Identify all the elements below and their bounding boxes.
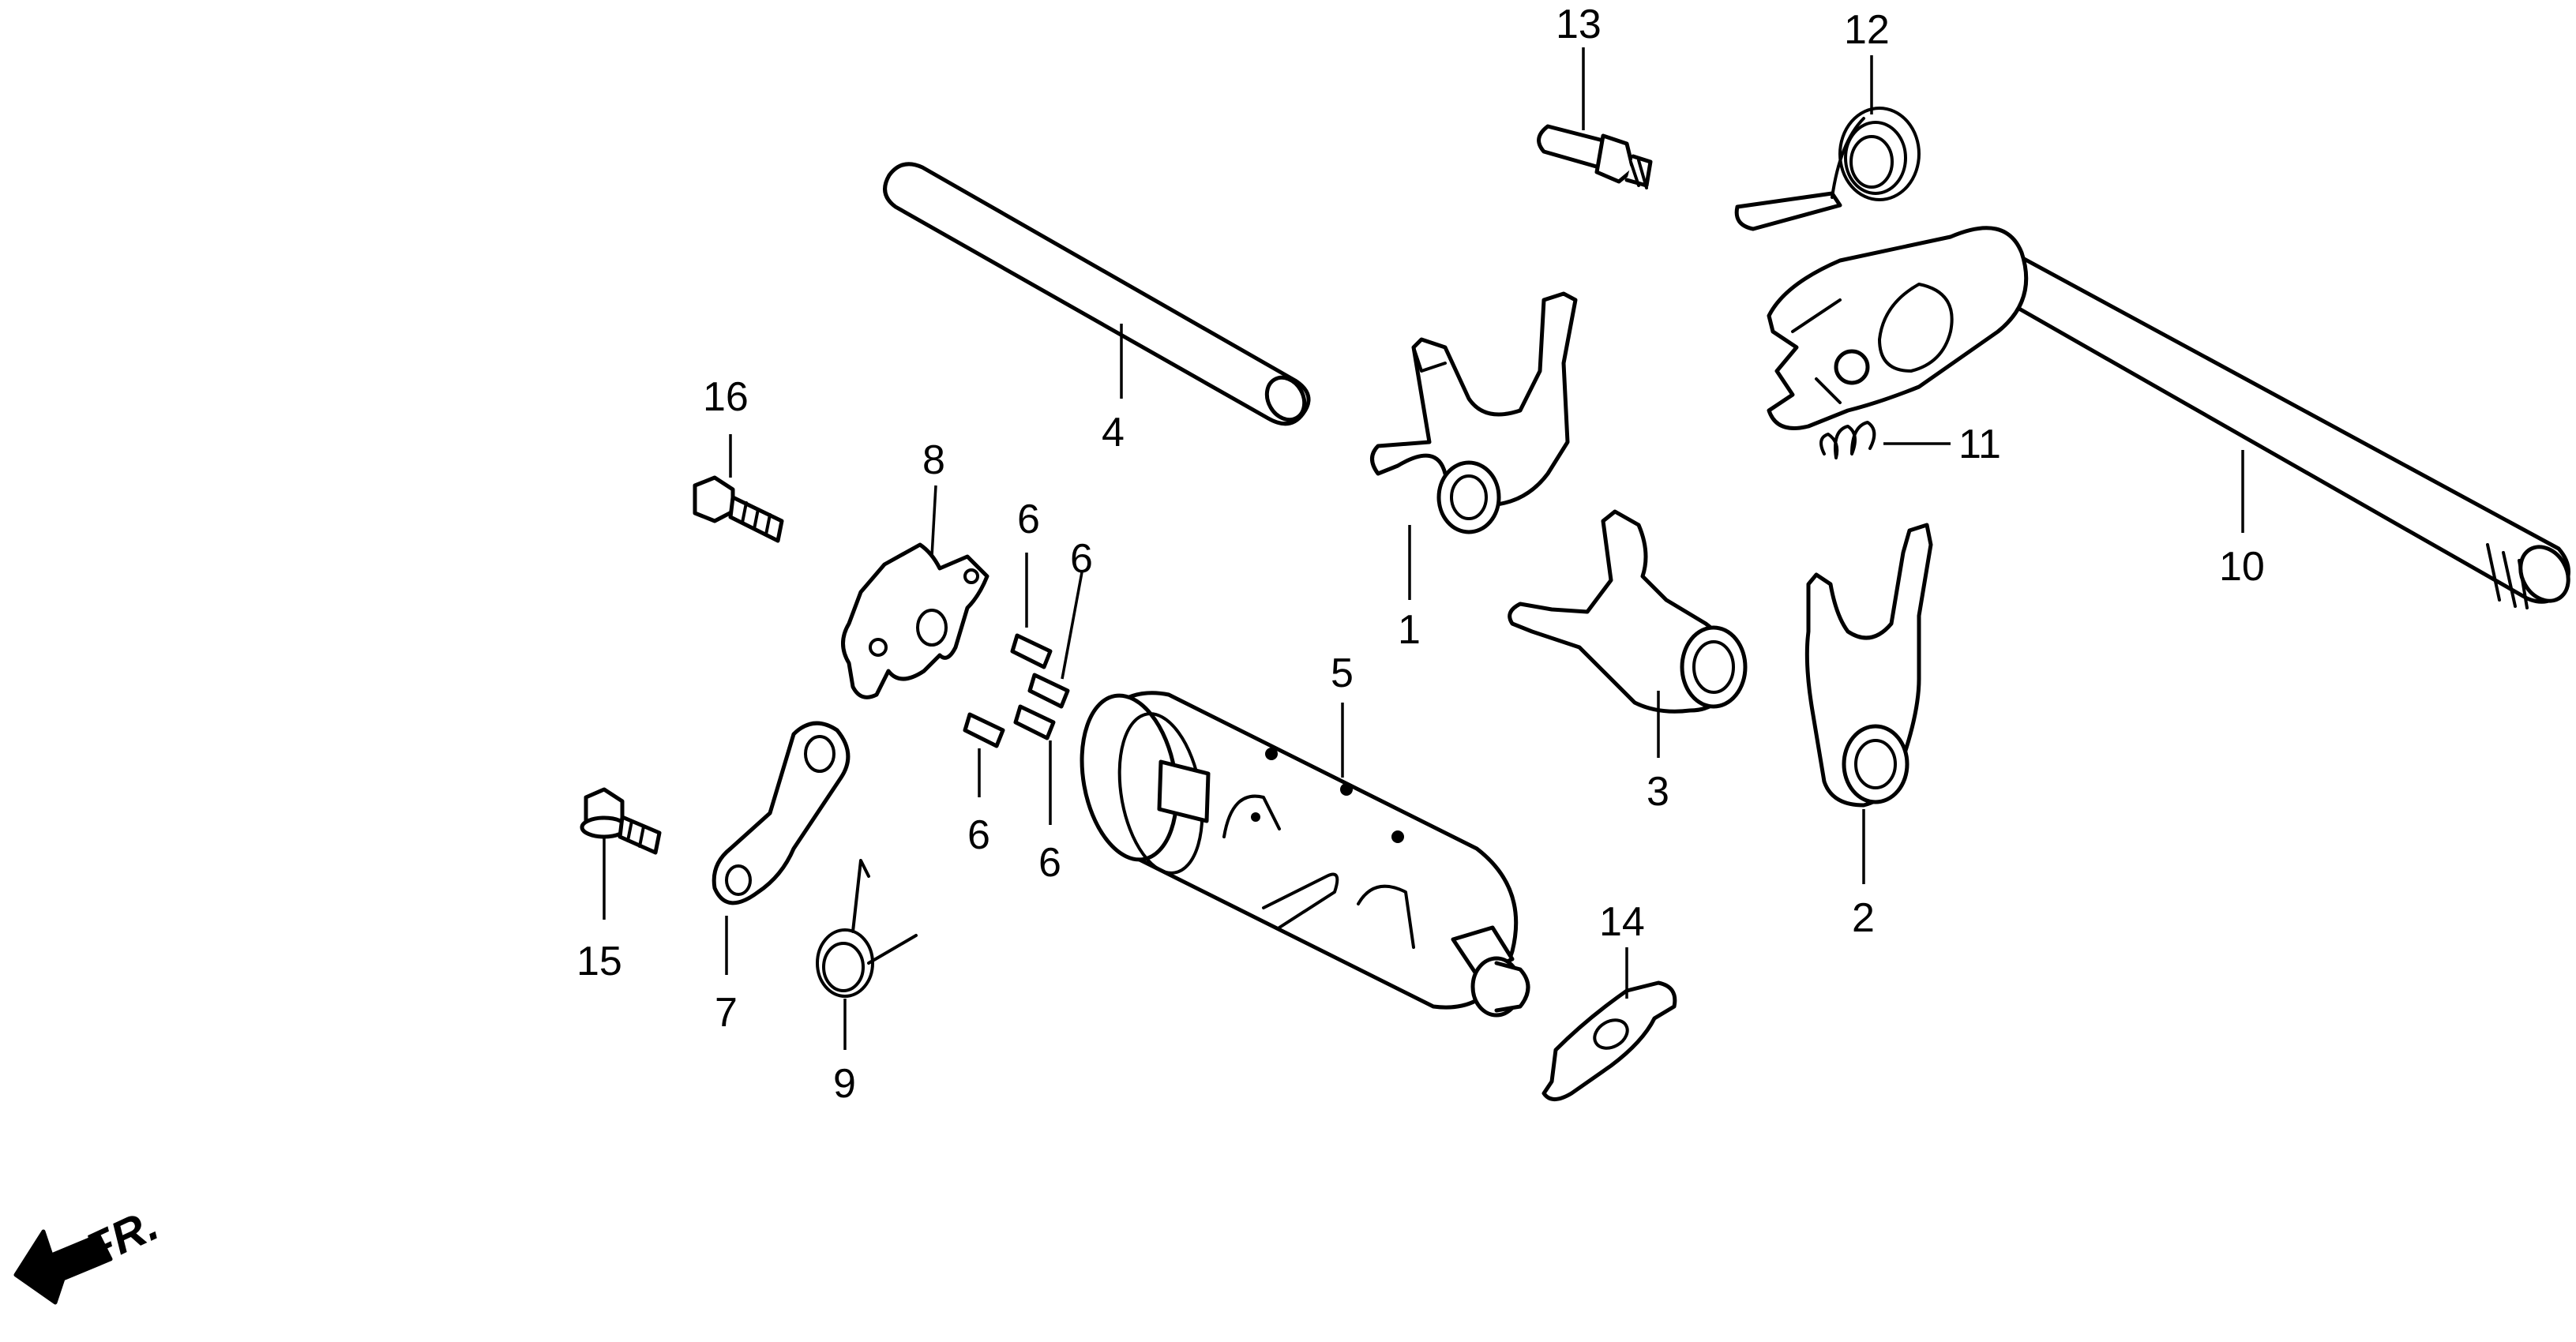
fork-shaft-icon bbox=[883, 162, 1311, 426]
torsion-spring-icon bbox=[816, 859, 918, 998]
callout-8: 8 bbox=[922, 437, 945, 483]
drum-stopper-plate-icon bbox=[1541, 980, 1677, 1101]
return-spring-icon bbox=[1734, 107, 1921, 231]
hex-bolt-icon bbox=[693, 475, 784, 543]
callout-16: 16 bbox=[703, 374, 749, 420]
drum-pin-icon bbox=[1010, 633, 1053, 669]
callout-6-d: 6 bbox=[1038, 840, 1061, 886]
shift-fork-icon bbox=[1370, 291, 1578, 534]
callout-3: 3 bbox=[1647, 769, 1669, 815]
callout-9: 9 bbox=[833, 1061, 856, 1107]
callout-15: 15 bbox=[576, 939, 622, 984]
callout-14: 14 bbox=[1599, 899, 1645, 945]
callout-labels: 1 2 3 4 5 6 6 6 6 7 8 9 10 11 12 13 14 1… bbox=[576, 2, 2265, 1107]
callout-7: 7 bbox=[715, 990, 738, 1036]
callout-4: 4 bbox=[1102, 410, 1125, 455]
front-direction-arrow: FR. bbox=[13, 1198, 166, 1305]
drum-pin-icon bbox=[963, 712, 1005, 748]
callout-11: 11 bbox=[1958, 422, 2001, 467]
callout-2: 2 bbox=[1852, 895, 1875, 941]
callout-1: 1 bbox=[1398, 607, 1421, 653]
shift-fork-icon bbox=[1508, 509, 1748, 714]
leader-lines bbox=[603, 47, 2244, 1050]
drum-center-plate-icon bbox=[841, 542, 989, 699]
stud-bolt-icon bbox=[1537, 124, 1653, 189]
drum-pin-icon bbox=[1027, 673, 1070, 709]
callout-5: 5 bbox=[1331, 650, 1354, 696]
shift-fork-icon bbox=[1804, 523, 1933, 808]
callout-10: 10 bbox=[2219, 544, 2265, 590]
flange-bolt-icon bbox=[580, 787, 662, 855]
callout-6-c: 6 bbox=[967, 812, 990, 858]
gearshift-spindle-icon bbox=[1767, 226, 2570, 609]
callout-12: 12 bbox=[1844, 7, 1890, 53]
callout-6-a: 6 bbox=[1017, 497, 1040, 542]
shift-drum-icon bbox=[1080, 691, 1530, 1018]
drum-pin-icon bbox=[1013, 704, 1056, 740]
coil-spring-icon bbox=[1819, 421, 1876, 459]
callout-6-b: 6 bbox=[1070, 536, 1093, 582]
callout-13: 13 bbox=[1556, 2, 1602, 47]
stopper-arm-icon bbox=[712, 721, 851, 905]
